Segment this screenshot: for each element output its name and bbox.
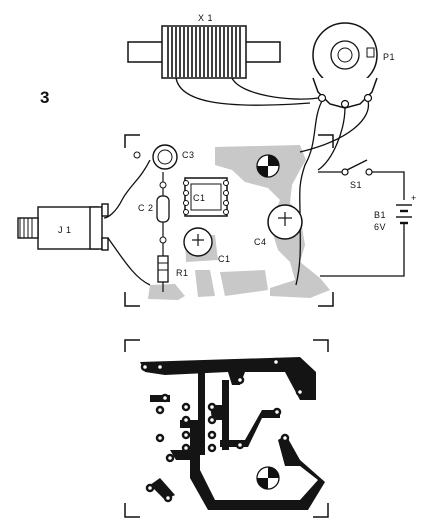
pcb-outline-top <box>124 134 334 307</box>
c3-label: C3 <box>182 150 195 160</box>
pot-label: P1 <box>383 52 395 62</box>
capacitor-c2 <box>156 172 170 244</box>
pads-bottom <box>140 357 305 503</box>
capacitor-c3 <box>133 144 178 170</box>
capacitor-c4 <box>267 204 303 240</box>
figure-number: 3 <box>40 88 49 107</box>
c2-label: C 2 <box>138 203 154 213</box>
copper-traces-bottom <box>140 357 325 510</box>
ic1 <box>183 177 229 217</box>
mounting-hole-bottom <box>256 466 280 490</box>
pcb-outline-bottom <box>124 339 329 518</box>
battery-label: B1 <box>374 210 386 220</box>
coil-x1 <box>127 25 281 79</box>
ic1-label: C1 <box>193 193 206 203</box>
battery-plus: + <box>411 193 417 203</box>
capacitor-c1 <box>183 227 213 257</box>
resistor-r1 <box>157 243 169 292</box>
switch-label: S1 <box>350 180 362 190</box>
battery-b1 <box>396 204 412 230</box>
coil-label: X 1 <box>198 13 213 23</box>
jack-label: J 1 <box>58 225 72 235</box>
c4-label: C4 <box>254 237 267 247</box>
potentiometer-p1 <box>312 22 378 109</box>
mounting-hole-top <box>256 154 280 178</box>
battery-voltage: 6V <box>374 222 386 232</box>
jack-j1 <box>17 203 109 251</box>
switch-s1 <box>341 159 373 176</box>
r1-label: R1 <box>176 268 189 278</box>
c1-label: C1 <box>218 254 231 264</box>
